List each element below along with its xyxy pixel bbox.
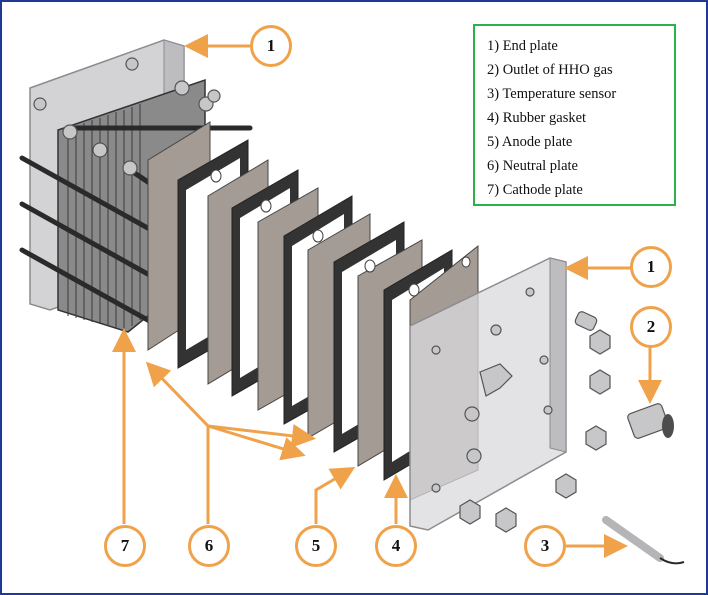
- legend-item-end-plate: 1) End plate: [487, 38, 558, 54]
- legend-item-temperature-sensor: 3) Temperature sensor: [487, 86, 617, 102]
- legend-item-neutral-plate: 6) Neutral plate: [487, 158, 578, 174]
- wing-nut: [479, 363, 513, 397]
- callout-anode-plate: 5: [295, 525, 337, 567]
- legend-item-anode-plate: 5) Anode plate: [487, 134, 573, 150]
- callout-end-plate-front: 1: [630, 246, 672, 288]
- temperature-sensor: [602, 516, 685, 565]
- legend-box: 1) End plate 2) Outlet of HHO gas 3) Tem…: [473, 24, 676, 206]
- legend-item-cathode-plate: 7) Cathode plate: [487, 182, 583, 198]
- legend-item-rubber-gasket: 4) Rubber gasket: [487, 110, 587, 126]
- callout-cathode-plate: 7: [104, 525, 146, 567]
- front-end-plate: [409, 257, 567, 531]
- legend-item-gas-outlet: 2) Outlet of HHO gas: [487, 62, 613, 78]
- callout-gas-outlet: 2: [630, 306, 672, 348]
- hho-gas-outlet: [627, 403, 674, 439]
- callout-neutral-plate: 6: [188, 525, 230, 567]
- loose-nuts: [459, 311, 611, 533]
- leader-arrows: [112, 34, 662, 558]
- callout-rubber-gasket: 4: [375, 525, 417, 567]
- callout-end-plate-back: 1: [250, 25, 292, 67]
- callout-temperature-sensor: 3: [524, 525, 566, 567]
